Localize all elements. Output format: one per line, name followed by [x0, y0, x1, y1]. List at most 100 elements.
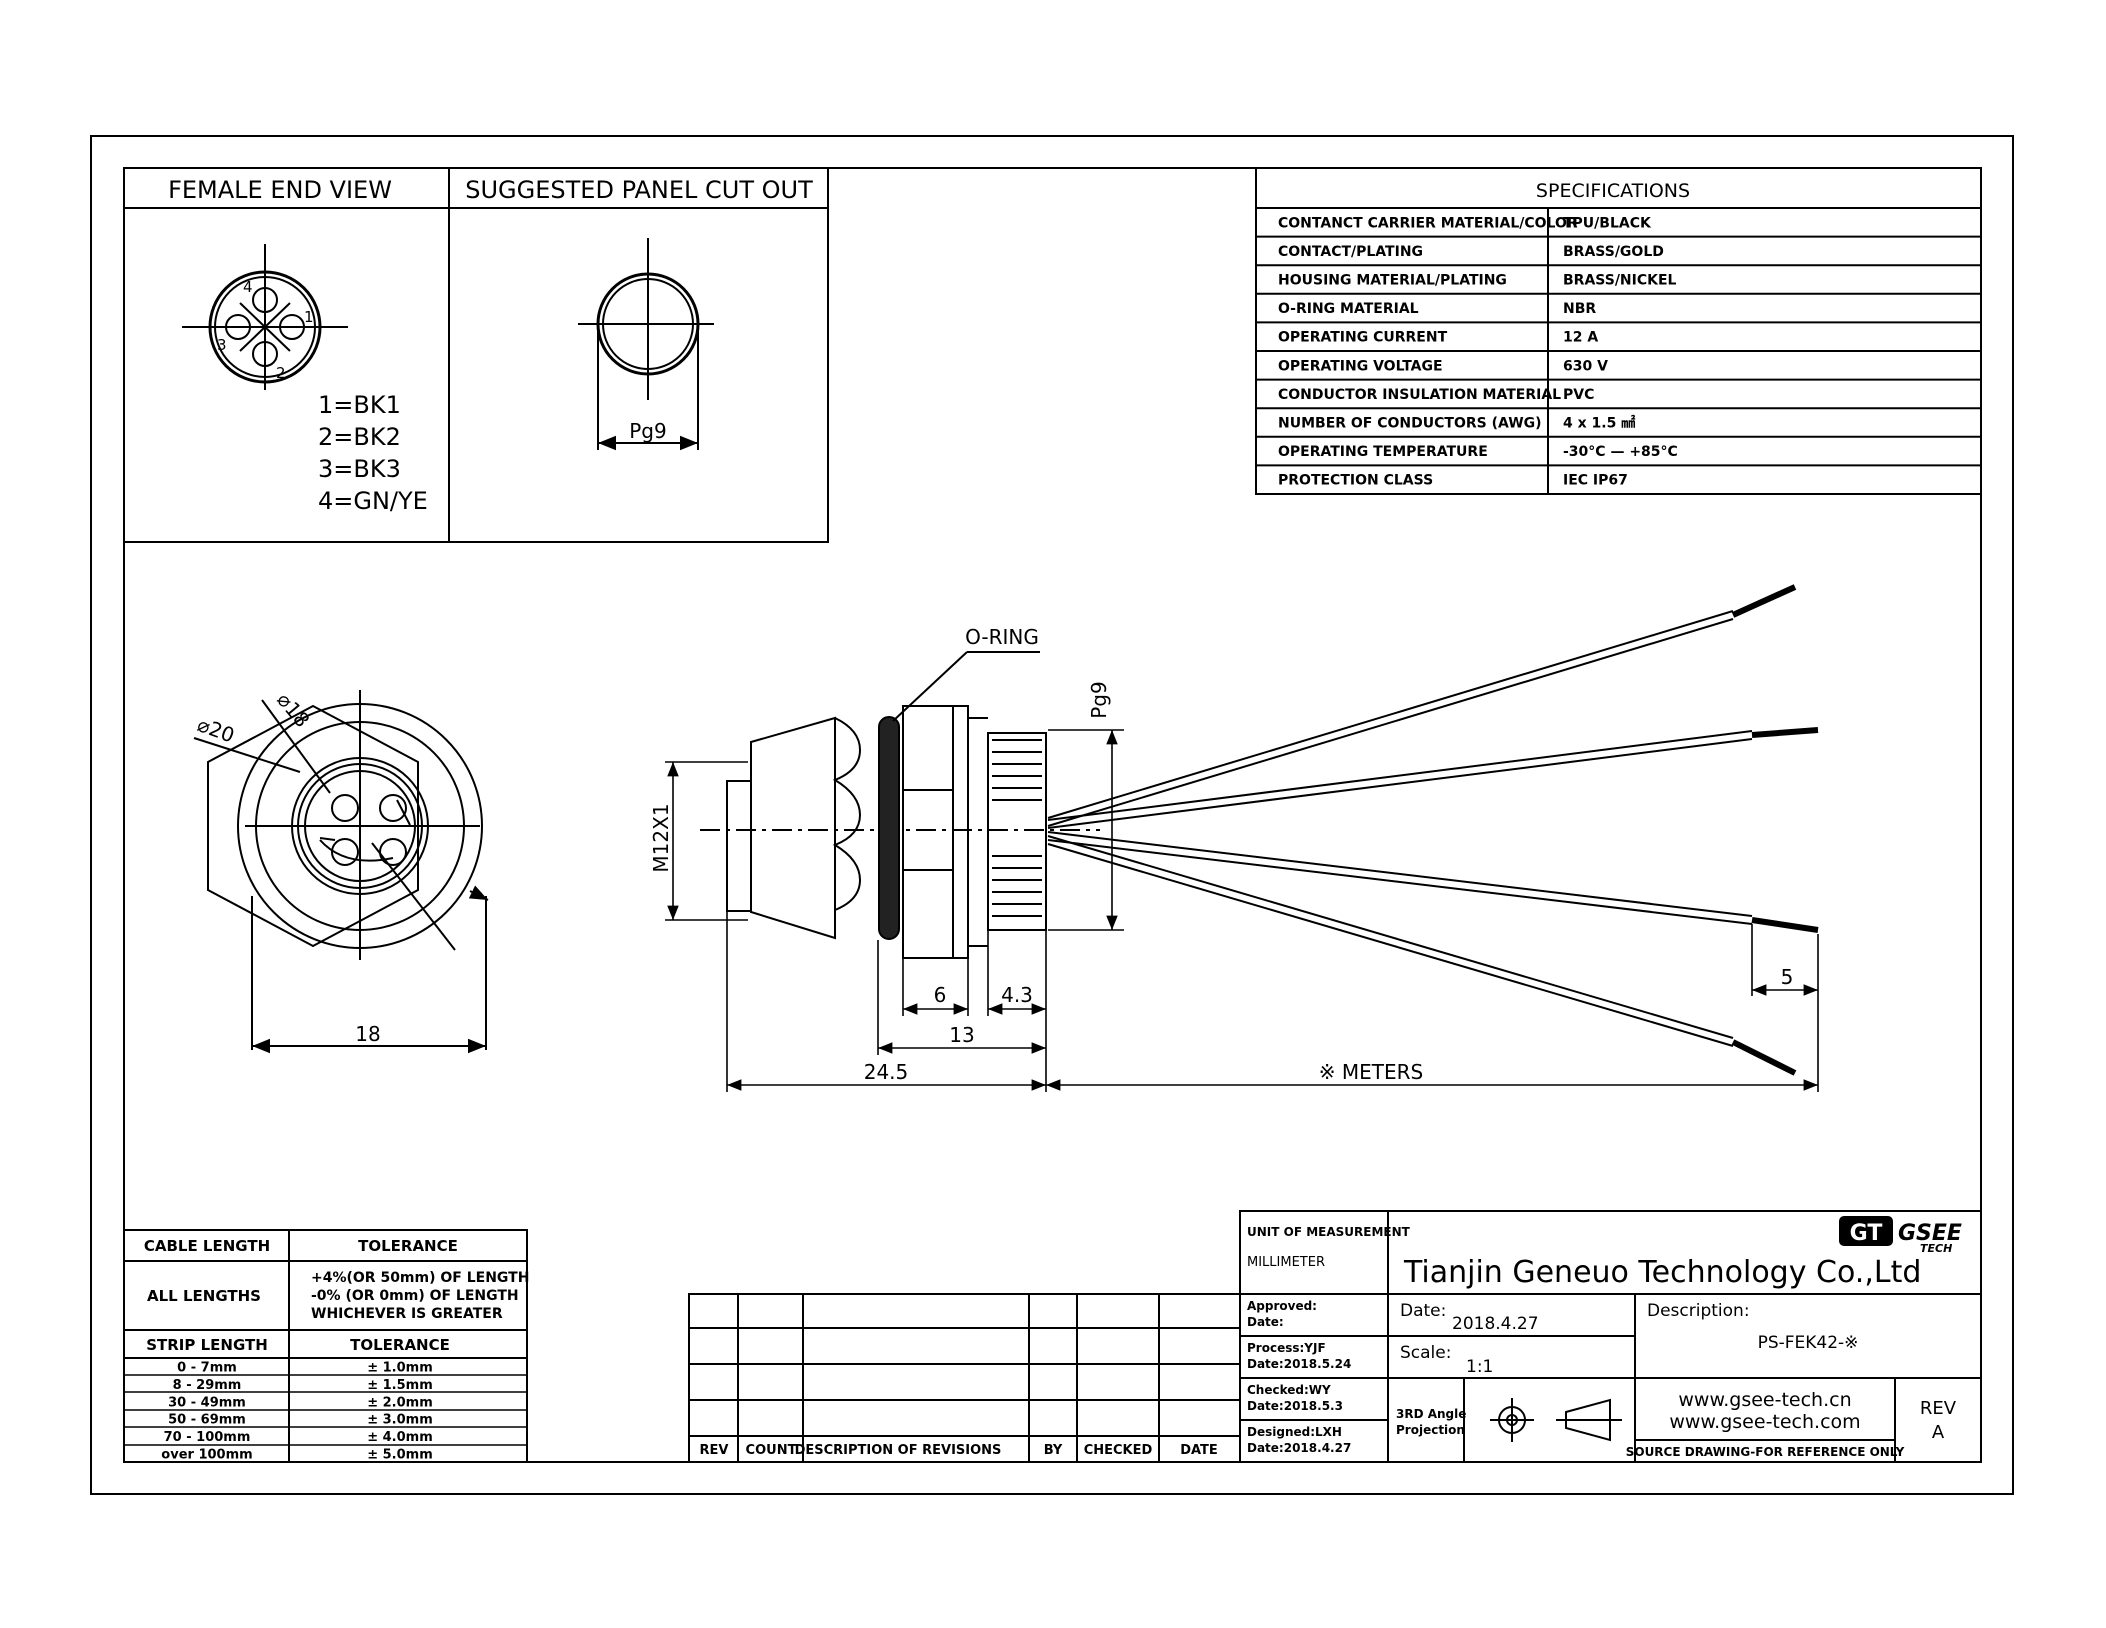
specifications-table: SPECIFICATIONS CONTANCT CARRIER MATERIAL… — [1255, 167, 1982, 495]
rev-label: REV — [1920, 1398, 1957, 1419]
projection-line-2: Projection — [1396, 1423, 1465, 1437]
description-value: PS-FEK42-※ — [1758, 1333, 1859, 1353]
strip-tolerance-cell: ± 4.0mm — [367, 1430, 433, 1445]
pin-map-4: 4=GN/YE — [318, 487, 428, 515]
unit-value: MILLIMETER — [1247, 1255, 1325, 1270]
cable-all-lengths: ALL LENGTHS — [147, 1287, 261, 1305]
strip-length-cell: 0 - 7mm — [177, 1361, 237, 1376]
dim-4-3: 4.3 — [1001, 983, 1033, 1007]
o-ring-leader — [892, 651, 968, 722]
rev-col-by: BY — [1044, 1443, 1063, 1458]
panel-cutout-circle — [578, 238, 714, 451]
female-end-view-title: FEMALE END VIEW — [168, 176, 392, 204]
spec-label: CONDUCTOR INSULATION MATERIAL — [1278, 387, 1561, 403]
pin-number-4: 4 — [243, 278, 253, 296]
website-com: www.gsee-tech.com — [1669, 1411, 1860, 1433]
date-value: 2018.4.27 — [1452, 1314, 1539, 1334]
approved-label: Approved: — [1247, 1299, 1317, 1313]
spec-label: CONTANCT CARRIER MATERIAL/COLOR — [1278, 215, 1578, 231]
strip-length-header: STRIP LENGTH — [146, 1336, 268, 1354]
company-name: Tianjin Geneuo Technology Co.,Ltd — [1403, 1255, 1921, 1290]
scale-label: Scale: — [1400, 1343, 1451, 1363]
cable-tol-line-1: +4%(OR 50mm) OF LENGTH — [311, 1270, 529, 1286]
strip-tolerance-cell: ± 1.5mm — [367, 1378, 433, 1393]
front-view-dia-20: ⌀20 — [194, 712, 237, 747]
dim-m12x1: M12X1 — [649, 803, 673, 872]
spec-value: BRASS/GOLD — [1563, 244, 1664, 260]
strip-length-cell: 70 - 100mm — [164, 1430, 251, 1445]
spec-label: NUMBER OF CONDUCTORS (AWG) — [1278, 416, 1542, 432]
description-label: Description: — [1647, 1301, 1750, 1321]
pin-map-1: 1=BK1 — [318, 391, 401, 419]
checked-label: Checked:WY — [1247, 1383, 1331, 1397]
dim-24-5: 24.5 — [864, 1060, 909, 1084]
cable-tolerance-header: TOLERANCE — [358, 1237, 458, 1255]
front-view-drawing — [193, 690, 489, 1054]
spec-value: 4 x 1.5 ㎟ — [1563, 415, 1635, 432]
strip-tolerance-header: TOLERANCE — [350, 1336, 450, 1354]
scale-value: 1:1 — [1466, 1357, 1493, 1377]
revision-table — [688, 1293, 1241, 1463]
unit-label: UNIT OF MEASUREMENT — [1247, 1225, 1411, 1239]
panel-cutout-title: SUGGESTED PANEL CUT OUT — [465, 176, 813, 204]
rev-col-count: COUNT — [746, 1443, 797, 1458]
rev-col-date: DATE — [1180, 1443, 1218, 1458]
panel-cutout-dimension: Pg9 — [629, 419, 666, 443]
spec-value: IEC IP67 — [1563, 473, 1628, 489]
spec-label: OPERATING CURRENT — [1278, 330, 1448, 346]
specifications-title: SPECIFICATIONS — [1536, 180, 1690, 202]
strip-length-cell: over 100mm — [161, 1447, 252, 1462]
spec-value: BRASS/NICKEL — [1563, 273, 1677, 289]
spec-label: PROTECTION CLASS — [1278, 473, 1433, 489]
tolerance-table — [123, 1229, 528, 1463]
rev-col-checked: CHECKED — [1084, 1443, 1153, 1458]
designed-date: Date:2018.4.27 — [1247, 1441, 1351, 1455]
o-ring-shape — [878, 716, 900, 940]
spec-label: HOUSING MATERIAL/PLATING — [1278, 273, 1507, 289]
strip-tolerance-cell: ± 2.0mm — [367, 1395, 433, 1410]
dim-6: 6 — [934, 983, 947, 1007]
strip-tolerance-cell: ± 5.0mm — [367, 1447, 433, 1462]
strip-tolerance-cell: ± 3.0mm — [367, 1413, 433, 1428]
title-block — [1239, 1210, 1982, 1463]
logo-gsee: GSEE — [1898, 1221, 1962, 1246]
rev-value: A — [1932, 1422, 1945, 1443]
spec-label: CONTACT/PLATING — [1278, 244, 1423, 260]
rev-col-description: DESCRIPTION OF REVISIONS — [795, 1443, 1002, 1458]
spec-value: -30°C — +85°C — [1563, 444, 1678, 460]
process-date: Date:2018.5.24 — [1247, 1357, 1351, 1371]
spec-value: TPU/BLACK — [1563, 215, 1652, 231]
spec-label: OPERATING VOLTAGE — [1278, 358, 1443, 374]
pin-map-3: 3=BK3 — [318, 455, 401, 483]
spec-value: 12 A — [1563, 330, 1598, 346]
checked-date: Date:2018.5.3 — [1247, 1399, 1343, 1413]
cable-length-header: CABLE LENGTH — [144, 1237, 270, 1255]
date-label: Date: — [1400, 1301, 1446, 1321]
cable-wires — [1047, 584, 1819, 1076]
pin-map-2: 2=BK2 — [318, 423, 401, 451]
logo-gt: GT — [1850, 1221, 1883, 1246]
front-view-width-18: 18 — [355, 1022, 380, 1046]
outer-border — [90, 135, 2014, 1495]
dim-13: 13 — [949, 1023, 974, 1047]
dim-5: 5 — [1781, 965, 1794, 989]
tolerance-strip-rows — [124, 1374, 527, 1446]
logo-tech: TECH — [1920, 1242, 1952, 1255]
source-note: SOURCE DRAWING-FOR REFERENCE ONLY — [1626, 1445, 1905, 1459]
spec-value: 630 V — [1563, 358, 1608, 374]
strip-length-cell: 8 - 29mm — [173, 1378, 242, 1393]
strip-length-cell: 30 - 49mm — [168, 1395, 246, 1410]
rev-col-rev: REV — [700, 1443, 729, 1458]
pin-number-3: 3 — [217, 336, 227, 354]
website-cn: www.gsee-tech.cn — [1678, 1389, 1851, 1411]
projection-line-1: 3RD Angle — [1396, 1407, 1466, 1421]
female-end-view-panel: FEMALE END VIEW SUGGESTED PANEL CUT OUT … — [123, 167, 829, 543]
spec-value: NBR — [1563, 301, 1596, 317]
dim-meters: ※ METERS — [1319, 1060, 1423, 1084]
cable-tol-line-2: -0% (OR 0mm) OF LENGTH — [311, 1288, 519, 1304]
o-ring-label: O-RING — [965, 625, 1039, 649]
spec-label: O-RING MATERIAL — [1278, 301, 1419, 317]
pin-number-2: 2 — [276, 364, 286, 382]
